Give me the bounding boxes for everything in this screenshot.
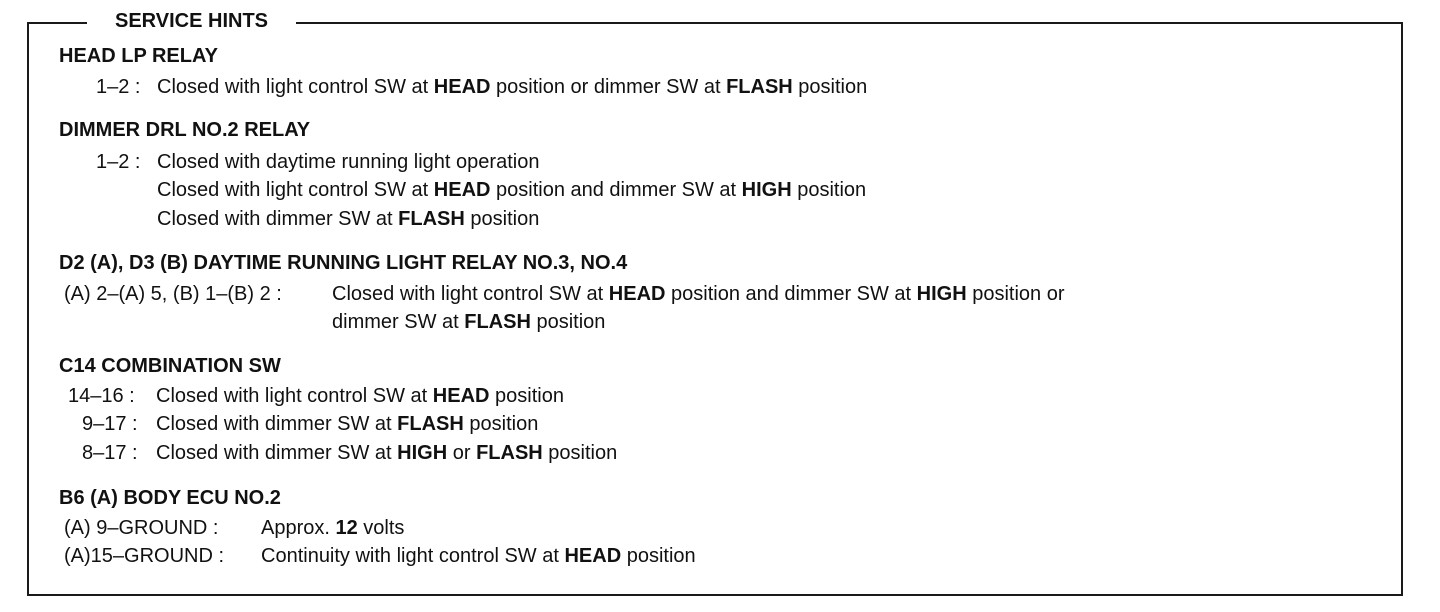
combination-sw-row-3-text: Closed with dimmer SW at HIGH or FLASH p… (156, 442, 618, 464)
drl-relay-row-1-text: Closed with light control SW at HEAD pos… (332, 283, 1065, 305)
dimmer-drl-row-2-text: Closed with light control SW at HEAD pos… (157, 179, 867, 201)
head-lp-row-1-text: Closed with light control SW at HEAD pos… (157, 76, 868, 98)
dimmer-drl-row-1-label: 1–2 : (96, 151, 141, 173)
combination-sw-title: C14 COMBINATION SW (59, 355, 281, 377)
body-ecu-row-2-text: Continuity with light control SW at HEAD… (261, 545, 696, 567)
dimmer-drl-relay-title: DIMMER DRL NO.2 RELAY (59, 119, 311, 141)
body-ecu-row-1-text: Approx. 12 volts (261, 517, 405, 539)
combination-sw-row-2-label: 9–17 : (82, 413, 138, 435)
dimmer-drl-row-1-text: Closed with daytime running light operat… (157, 151, 540, 173)
combination-sw-row-2-text: Closed with dimmer SW at FLASH position (156, 413, 539, 435)
body-ecu-row-2-label: (A)15–GROUND : (64, 545, 225, 567)
head-lp-row-1-label: 1–2 : (96, 76, 141, 98)
drl-relay-row-1-label: (A) 2–(A) 5, (B) 1–(B) 2 : (64, 283, 282, 305)
head-lp-relay-title: HEAD LP RELAY (59, 45, 218, 67)
combination-sw-row-1-text: Closed with light control SW at HEAD pos… (156, 385, 564, 407)
combination-sw-row-3-label: 8–17 : (82, 442, 138, 464)
combination-sw-row-1-label: 14–16 : (68, 385, 135, 407)
drl-relay-title: D2 (A), D3 (B) DAYTIME RUNNING LIGHT REL… (59, 252, 628, 274)
body-ecu-row-1-label: (A) 9–GROUND : (64, 517, 219, 539)
body-ecu-title: B6 (A) BODY ECU NO.2 (59, 487, 281, 509)
service-hints-heading: SERVICE HINTS (87, 8, 296, 34)
dimmer-drl-row-3-text: Closed with dimmer SW at FLASH position (157, 208, 540, 230)
service-hints-frame (27, 22, 1403, 596)
drl-relay-row-2-text: dimmer SW at FLASH position (332, 311, 606, 333)
